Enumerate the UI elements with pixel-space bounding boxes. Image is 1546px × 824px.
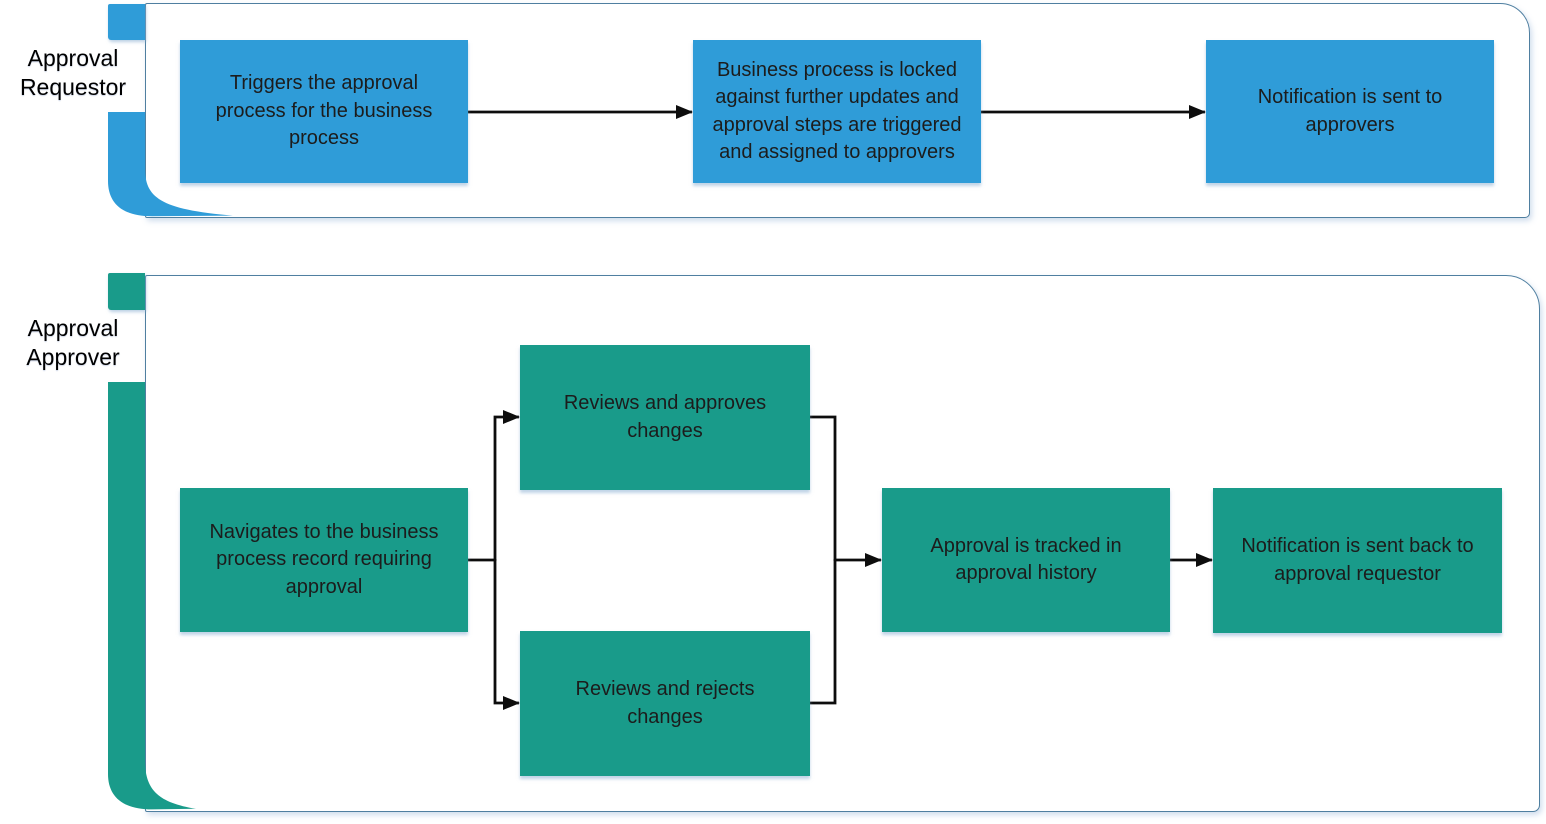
step-box-triggers-approval: Triggers the approval process for the bu… [180, 40, 468, 183]
lane-label-approval-requestor: Approval Requestor [19, 45, 127, 100]
step-box-reviews-rejects: Reviews and rejects changes [520, 631, 810, 776]
step-box-approval-tracked: Approval is tracked in approval history [882, 488, 1170, 632]
step-box-notification-back: Notification is sent back to approval re… [1213, 488, 1502, 633]
requestor-lane-tab [108, 4, 145, 40]
step-box-navigates-to-record: Navigates to the business process record… [180, 488, 468, 632]
step-box-reviews-approves: Reviews and approves changes [520, 345, 810, 490]
step-box-notification-to-approvers: Notification is sent to approvers [1206, 40, 1494, 183]
approver-lane-tab [108, 273, 145, 310]
step-box-process-locked: Business process is locked against furth… [693, 40, 981, 183]
lane-label-approval-approver: Approval Approver [26, 315, 120, 370]
